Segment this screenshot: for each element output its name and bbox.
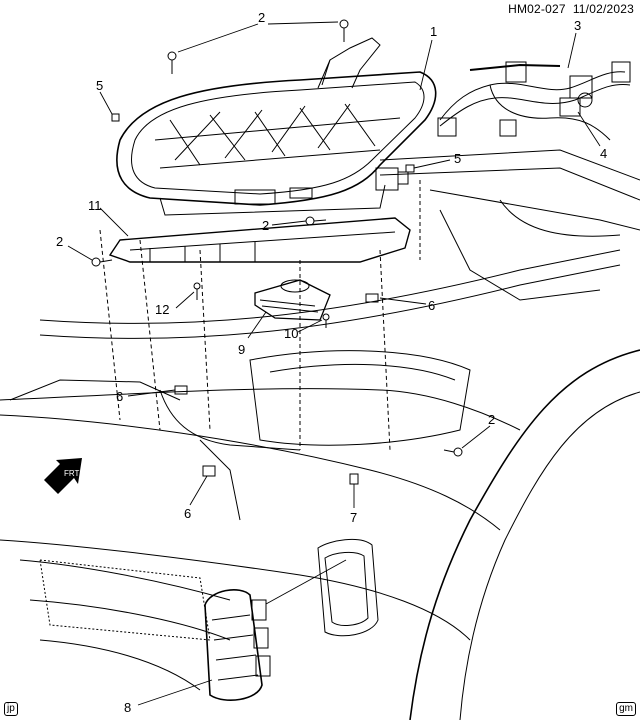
callout-2: 2	[56, 234, 63, 249]
callout-7: 7	[350, 510, 357, 525]
diagram-code: HM02-027	[508, 2, 566, 16]
front-direction-arrow: FRT	[44, 458, 82, 494]
headlamp-lower-bracket	[108, 217, 411, 263]
callout-10: 10	[284, 326, 298, 341]
nut	[405, 164, 415, 173]
callout-5: 5	[454, 151, 461, 166]
callout-1: 1	[430, 24, 437, 39]
callout-2: 2	[262, 218, 269, 233]
nut	[111, 113, 120, 122]
callout-12: 12	[155, 302, 169, 317]
callout-2: 2	[258, 10, 265, 25]
corner-tag-right: gm	[616, 702, 636, 716]
headlamp-control-module	[254, 279, 331, 321]
bolt	[91, 257, 113, 267]
bolt	[339, 19, 349, 42]
callout-9: 9	[238, 342, 245, 357]
diagram-date: 11/02/2023	[572, 2, 634, 16]
callout-6: 6	[116, 389, 123, 404]
callout-5: 5	[96, 78, 103, 93]
callout-4: 4	[600, 146, 607, 161]
bolt	[167, 51, 177, 74]
callout-3: 3	[574, 18, 581, 33]
bolt	[443, 447, 463, 457]
clip	[365, 293, 379, 303]
stud	[349, 473, 359, 485]
clip	[202, 465, 216, 477]
fasteners	[91, 19, 463, 485]
callout-6: 6	[428, 298, 435, 313]
front-arrow-label: FRT	[64, 469, 80, 478]
callout-11: 11	[88, 198, 102, 213]
callout-6: 6	[184, 506, 191, 521]
screw	[322, 313, 330, 328]
headlamp-assembly	[116, 37, 437, 216]
fog-lamp-assembly	[204, 589, 271, 701]
vehicle-body-outline	[0, 149, 640, 720]
callout-8: 8	[124, 700, 131, 715]
callout-2: 2	[488, 412, 495, 427]
diagram-header: HM02-027 11/02/2023	[508, 2, 634, 16]
wiring-harness	[437, 61, 631, 141]
callout-labels: 2 1 3 5 5 4 11 2 2 12 10 6 9 6 2 6 7 8	[56, 10, 607, 715]
corner-tag-left: jp	[4, 702, 18, 716]
leader-lines	[67, 21, 601, 706]
clip	[174, 385, 188, 395]
bolt	[193, 282, 201, 300]
